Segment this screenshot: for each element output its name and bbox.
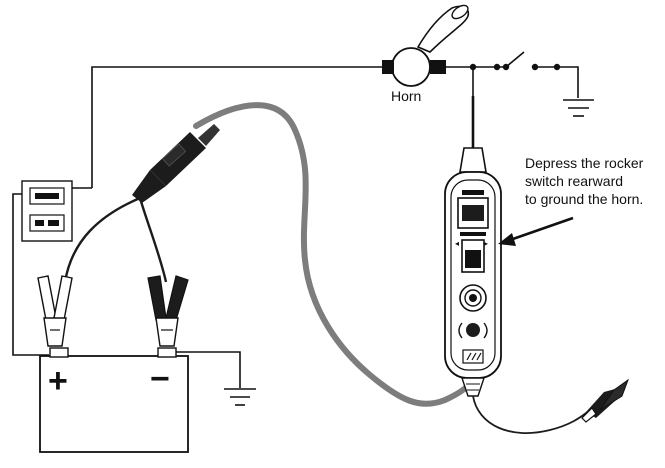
battery-positive-sign: + <box>48 362 68 400</box>
ground-icon <box>224 388 256 406</box>
battery-ground-wire <box>176 351 241 388</box>
svg-text:◂: ◂ <box>455 239 459 248</box>
alligator-clip-icon <box>37 275 73 347</box>
circuit-tester-probe-icon: ◂ ▸ <box>444 67 502 397</box>
battery-icon <box>39 347 189 453</box>
battery-negative-sign: − <box>150 360 170 398</box>
fuse-box <box>21 180 92 242</box>
instruction-line-3: to ground the horn. <box>525 191 643 207</box>
horn-label: Horn <box>391 88 421 104</box>
alligator-clip-icon <box>147 275 189 347</box>
main-cable <box>193 102 471 407</box>
alligator-clip-icon <box>581 378 630 423</box>
ground-icon <box>563 99 594 117</box>
fuse-to-battery-wire <box>12 193 49 356</box>
battery-leads <box>63 196 168 283</box>
svg-text:▸: ▸ <box>484 239 488 248</box>
instruction-line-1: Depress the rocker <box>525 155 644 171</box>
auxiliary-ground-lead <box>472 395 591 434</box>
arrow-icon <box>498 216 574 246</box>
inline-fuse-holder <box>132 124 220 203</box>
horn-icon <box>382 4 470 87</box>
instruction-line-2: switch rearward <box>525 173 623 189</box>
